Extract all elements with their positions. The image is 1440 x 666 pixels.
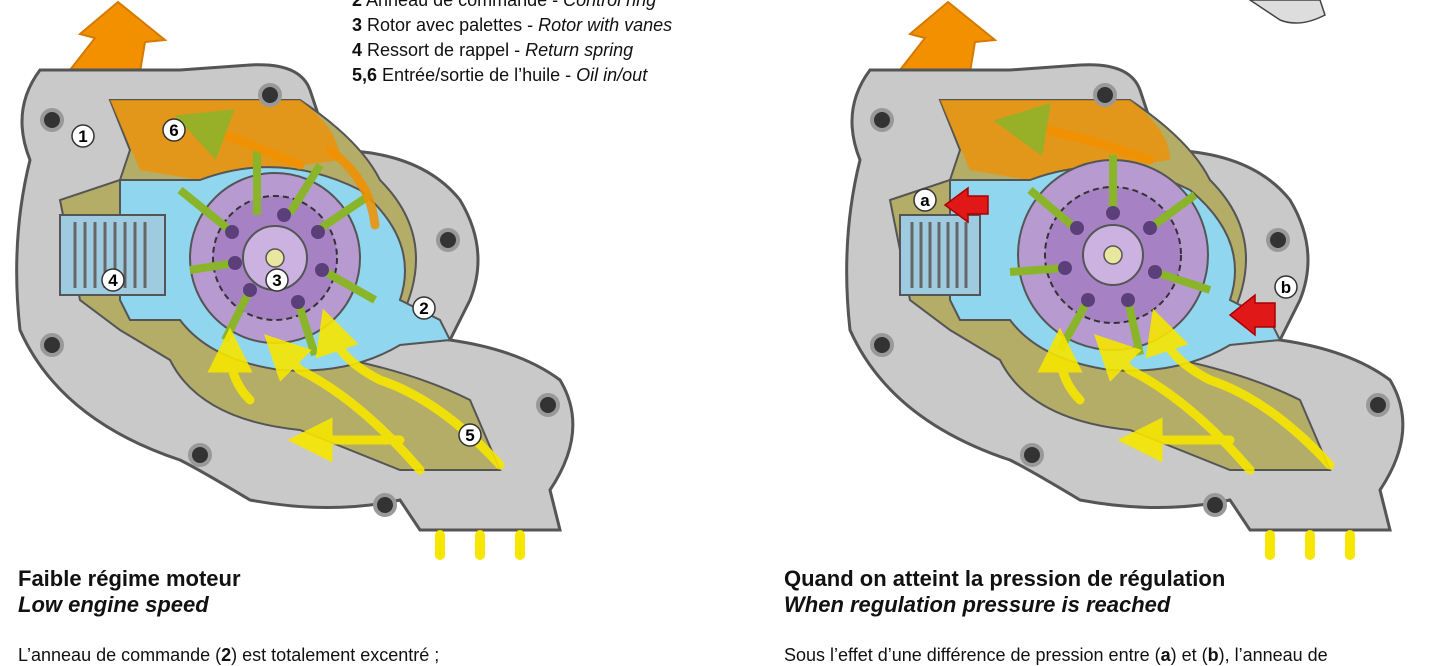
component-illustration	[1248, 0, 1326, 24]
rotor-with-vanes	[1009, 155, 1212, 356]
legend-item: 4 Ressort de rappel - Return spring	[352, 40, 634, 60]
pump-diagram-low-speed: 1 2 3 4 5 6	[15, 0, 575, 560]
label-1: 1	[71, 124, 95, 148]
oil-outlet-arrow	[897, 0, 998, 74]
svg-text:4: 4	[108, 271, 118, 290]
label-5: 5	[458, 423, 482, 447]
svg-text:6: 6	[169, 121, 178, 140]
oil-inlet-drips	[435, 530, 525, 560]
oil-inlet-drips	[1265, 530, 1355, 560]
label-2: 2	[412, 296, 436, 320]
bolt-holes	[870, 83, 1390, 517]
legend: 2 Anneau de commande - Control ring 3 Ro…	[352, 0, 672, 88]
right-caption: Quand on atteint la pression de régulati…	[784, 566, 1225, 618]
legend-item: 3 Rotor avec palettes - Rotor with vanes	[352, 15, 673, 35]
svg-text:1: 1	[78, 127, 87, 146]
legend-item: 5,6 Entrée/sortie de l’huile - Oil in/ou…	[352, 65, 648, 85]
pressure-arrow-a	[943, 186, 989, 224]
pump-diagram-regulation: a b	[845, 0, 1405, 560]
label-b: b	[1274, 275, 1298, 299]
left-body-text: L’anneau de commande (2) est totalement …	[18, 645, 440, 665]
label-6: 6	[162, 118, 186, 142]
legend-item: 2 Anneau de commande - Control ring	[352, 0, 657, 10]
right-title-en: When regulation pressure is reached	[784, 592, 1171, 617]
oil-inlet-flow	[1037, 308, 1335, 475]
bolt-holes	[40, 83, 560, 517]
svg-text:b: b	[1281, 278, 1291, 297]
svg-text:5: 5	[465, 426, 474, 445]
oil-outlet-flow	[174, 109, 380, 230]
rotor-with-vanes	[177, 150, 377, 357]
oil-outlet-arrow	[67, 0, 168, 74]
label-4: 4	[101, 268, 125, 292]
oil-outlet-flow	[993, 102, 1155, 165]
label-a: a	[913, 188, 937, 212]
label-3: 3	[265, 268, 289, 292]
svg-text:3: 3	[272, 271, 281, 290]
pressure-arrow-b	[1228, 293, 1276, 337]
left-caption: Faible régime moteur Low engine speed	[18, 566, 241, 618]
svg-text:a: a	[920, 191, 930, 210]
right-body-text: Sous l’effet d’une différence de pressio…	[784, 645, 1328, 665]
left-title-fr: Faible régime moteur	[18, 566, 241, 591]
svg-text:2: 2	[419, 299, 428, 318]
right-title-fr: Quand on atteint la pression de régulati…	[784, 566, 1226, 591]
return-spring	[899, 214, 981, 296]
return-spring	[59, 214, 166, 296]
left-title-en: Low engine speed	[18, 592, 209, 617]
